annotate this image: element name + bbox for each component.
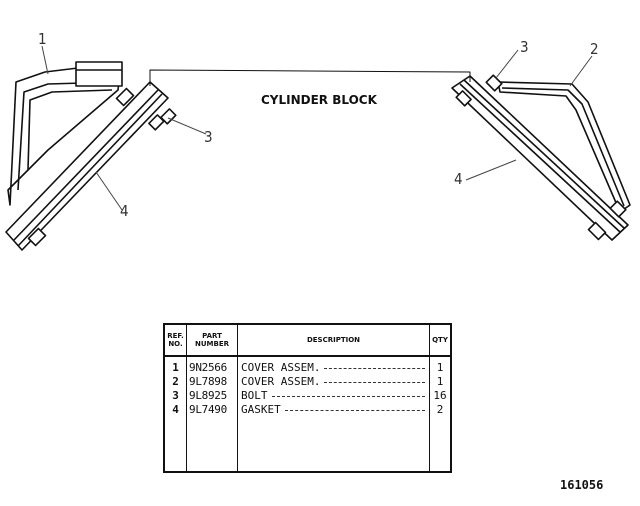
table-cell-ref: 2	[172, 375, 179, 388]
description-text: GASKET	[241, 403, 281, 416]
table-cell-qty: 1	[436, 375, 444, 388]
right-bolt	[455, 74, 627, 241]
callout-1: 1	[38, 30, 47, 48]
left-gasket-flange	[5, 81, 169, 251]
part-number-header: PART NUMBER	[187, 325, 237, 357]
leader-dashes	[271, 395, 425, 397]
table-cell-ref: 1	[172, 361, 179, 374]
ref-no-header: REF. NO.	[165, 325, 186, 357]
leader-dashes	[284, 409, 425, 411]
table-cell-ref: 3	[172, 389, 179, 402]
callout-4-left: 4	[120, 202, 129, 220]
parts-table: REF. NO. 1 2 3 4 PART NUMBER 9N2566 9L78…	[163, 323, 452, 473]
left-bolt	[27, 87, 177, 247]
table-cell-ref: 4	[172, 403, 179, 416]
table-cell-part-number: 9L7898	[189, 375, 227, 388]
description-text: BOLT	[241, 389, 268, 402]
table-cell-part-number: 9L8925	[189, 389, 227, 402]
callout-4-right: 4	[454, 170, 463, 188]
description-text: COVER ASSEM.	[241, 375, 321, 388]
table-cell-qty: 16	[433, 389, 447, 402]
drawing-number: 161056	[560, 478, 604, 492]
qty-column: QTY 1 1 16 2	[430, 325, 450, 471]
table-cell-part-number: 9L7490	[189, 403, 227, 416]
leader-dashes	[324, 381, 425, 383]
cylinder-block-outline	[149, 69, 471, 86]
table-cell-qty: 2	[436, 403, 444, 416]
left-cover-assembly	[7, 61, 123, 206]
callout-2: 2	[590, 40, 599, 58]
part-number-column: PART NUMBER 9N2566 9L7898 9L8925 9L7490	[187, 325, 238, 471]
table-cell-description: COVER ASSEM.	[238, 361, 429, 375]
ref-no-column: REF. NO. 1 2 3 4	[165, 325, 187, 471]
exploded-view-drawing: 1 3 4 3 2 4 CYLINDER BLOCK	[5, 30, 631, 251]
leader-dashes	[324, 367, 425, 369]
description-text: COVER ASSEM.	[241, 361, 321, 374]
qty-header: QTY	[430, 325, 450, 357]
right-gasket-flange	[451, 75, 629, 241]
table-cell-part-number: 9N2566	[189, 361, 227, 374]
description-column: DESCRIPTION COVER ASSEM. COVER ASSEM. BO…	[238, 325, 430, 471]
description-header: DESCRIPTION	[238, 325, 429, 357]
table-cell-description: BOLT	[238, 389, 429, 403]
callout-3-right: 3	[520, 38, 529, 56]
callout-3-left: 3	[204, 128, 213, 146]
table-cell-description: GASKET	[238, 403, 429, 417]
cylinder-block-label: CYLINDER BLOCK	[261, 93, 378, 107]
table-cell-qty: 1	[436, 361, 444, 374]
table-cell-description: COVER ASSEM.	[238, 375, 429, 389]
